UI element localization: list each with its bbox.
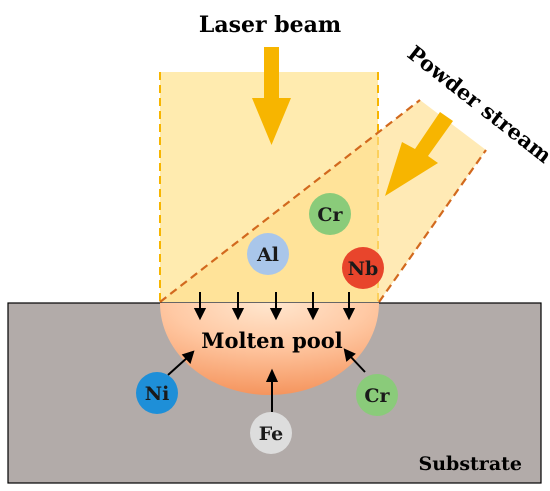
svg-text:Al: Al — [256, 244, 279, 266]
svg-text:Cr: Cr — [317, 204, 343, 226]
powder-stream-lower-edge — [378, 149, 487, 303]
molten-pool — [160, 303, 379, 395]
element-cr-powder: Cr — [309, 193, 351, 235]
element-al-powder: Al — [247, 233, 289, 275]
laser-beam-arrow — [252, 47, 291, 145]
diffusion-arrows — [167, 348, 366, 412]
element-fe-substrate: Fe — [250, 412, 292, 454]
element-nb-powder: Nb — [342, 247, 384, 289]
svg-text:Ni: Ni — [145, 383, 170, 405]
laser-heat-arrows — [193, 292, 356, 321]
svg-text:Fe: Fe — [259, 423, 284, 445]
svg-text:Nb: Nb — [348, 258, 379, 280]
svg-text:Cr: Cr — [364, 385, 390, 407]
element-ni-substrate: Ni — [136, 372, 178, 414]
laser-beam-label: Laser beam — [199, 12, 341, 38]
element-cr-substrate: Cr — [356, 374, 398, 416]
powder-stream-upper-edge — [159, 99, 421, 303]
substrate-label: Substrate — [419, 453, 522, 475]
molten-pool-label: Molten pool — [201, 328, 343, 353]
powder-stream-arrow — [385, 112, 453, 196]
